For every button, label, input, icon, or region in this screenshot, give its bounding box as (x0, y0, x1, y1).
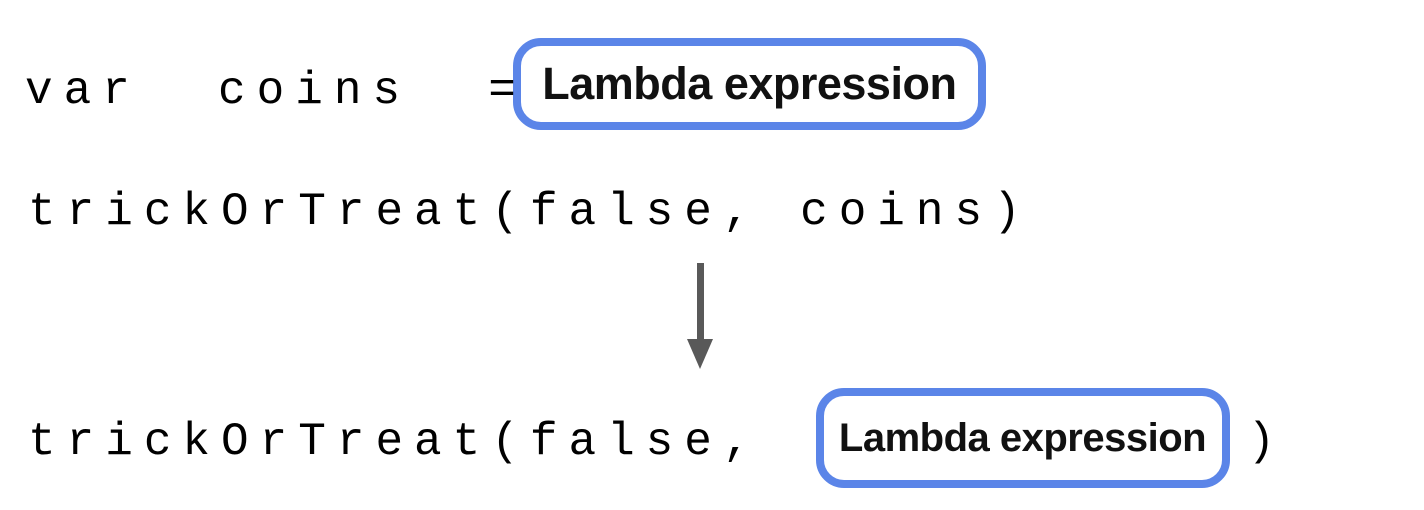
code-var-declaration: var coins = (25, 65, 527, 117)
call-line: trickOrTreat(false, coins) (28, 182, 1032, 242)
lambda-expression-label: Lambda expression (838, 415, 1207, 460)
code-closing-paren: ) (1247, 416, 1287, 468)
code-call-before-badge: trickOrTreat(false, (28, 416, 762, 468)
lambda-expression-badge-bottom: Lambda expression (815, 388, 1230, 488)
down-arrow-shaft (696, 263, 704, 339)
lambda-expression-badge-top: Lambda expression (512, 38, 986, 130)
substituted-call-line: trickOrTreat(false, Lambda expression ) (28, 388, 1286, 488)
code-call-with-coins: trickOrTreat(false, coins) (28, 186, 1032, 238)
down-arrow-head (687, 339, 713, 369)
down-arrow-icon (687, 263, 713, 369)
assignment-line: var coins = Lambda expression (25, 38, 986, 130)
lambda-expression-label: Lambda expression (542, 58, 957, 109)
